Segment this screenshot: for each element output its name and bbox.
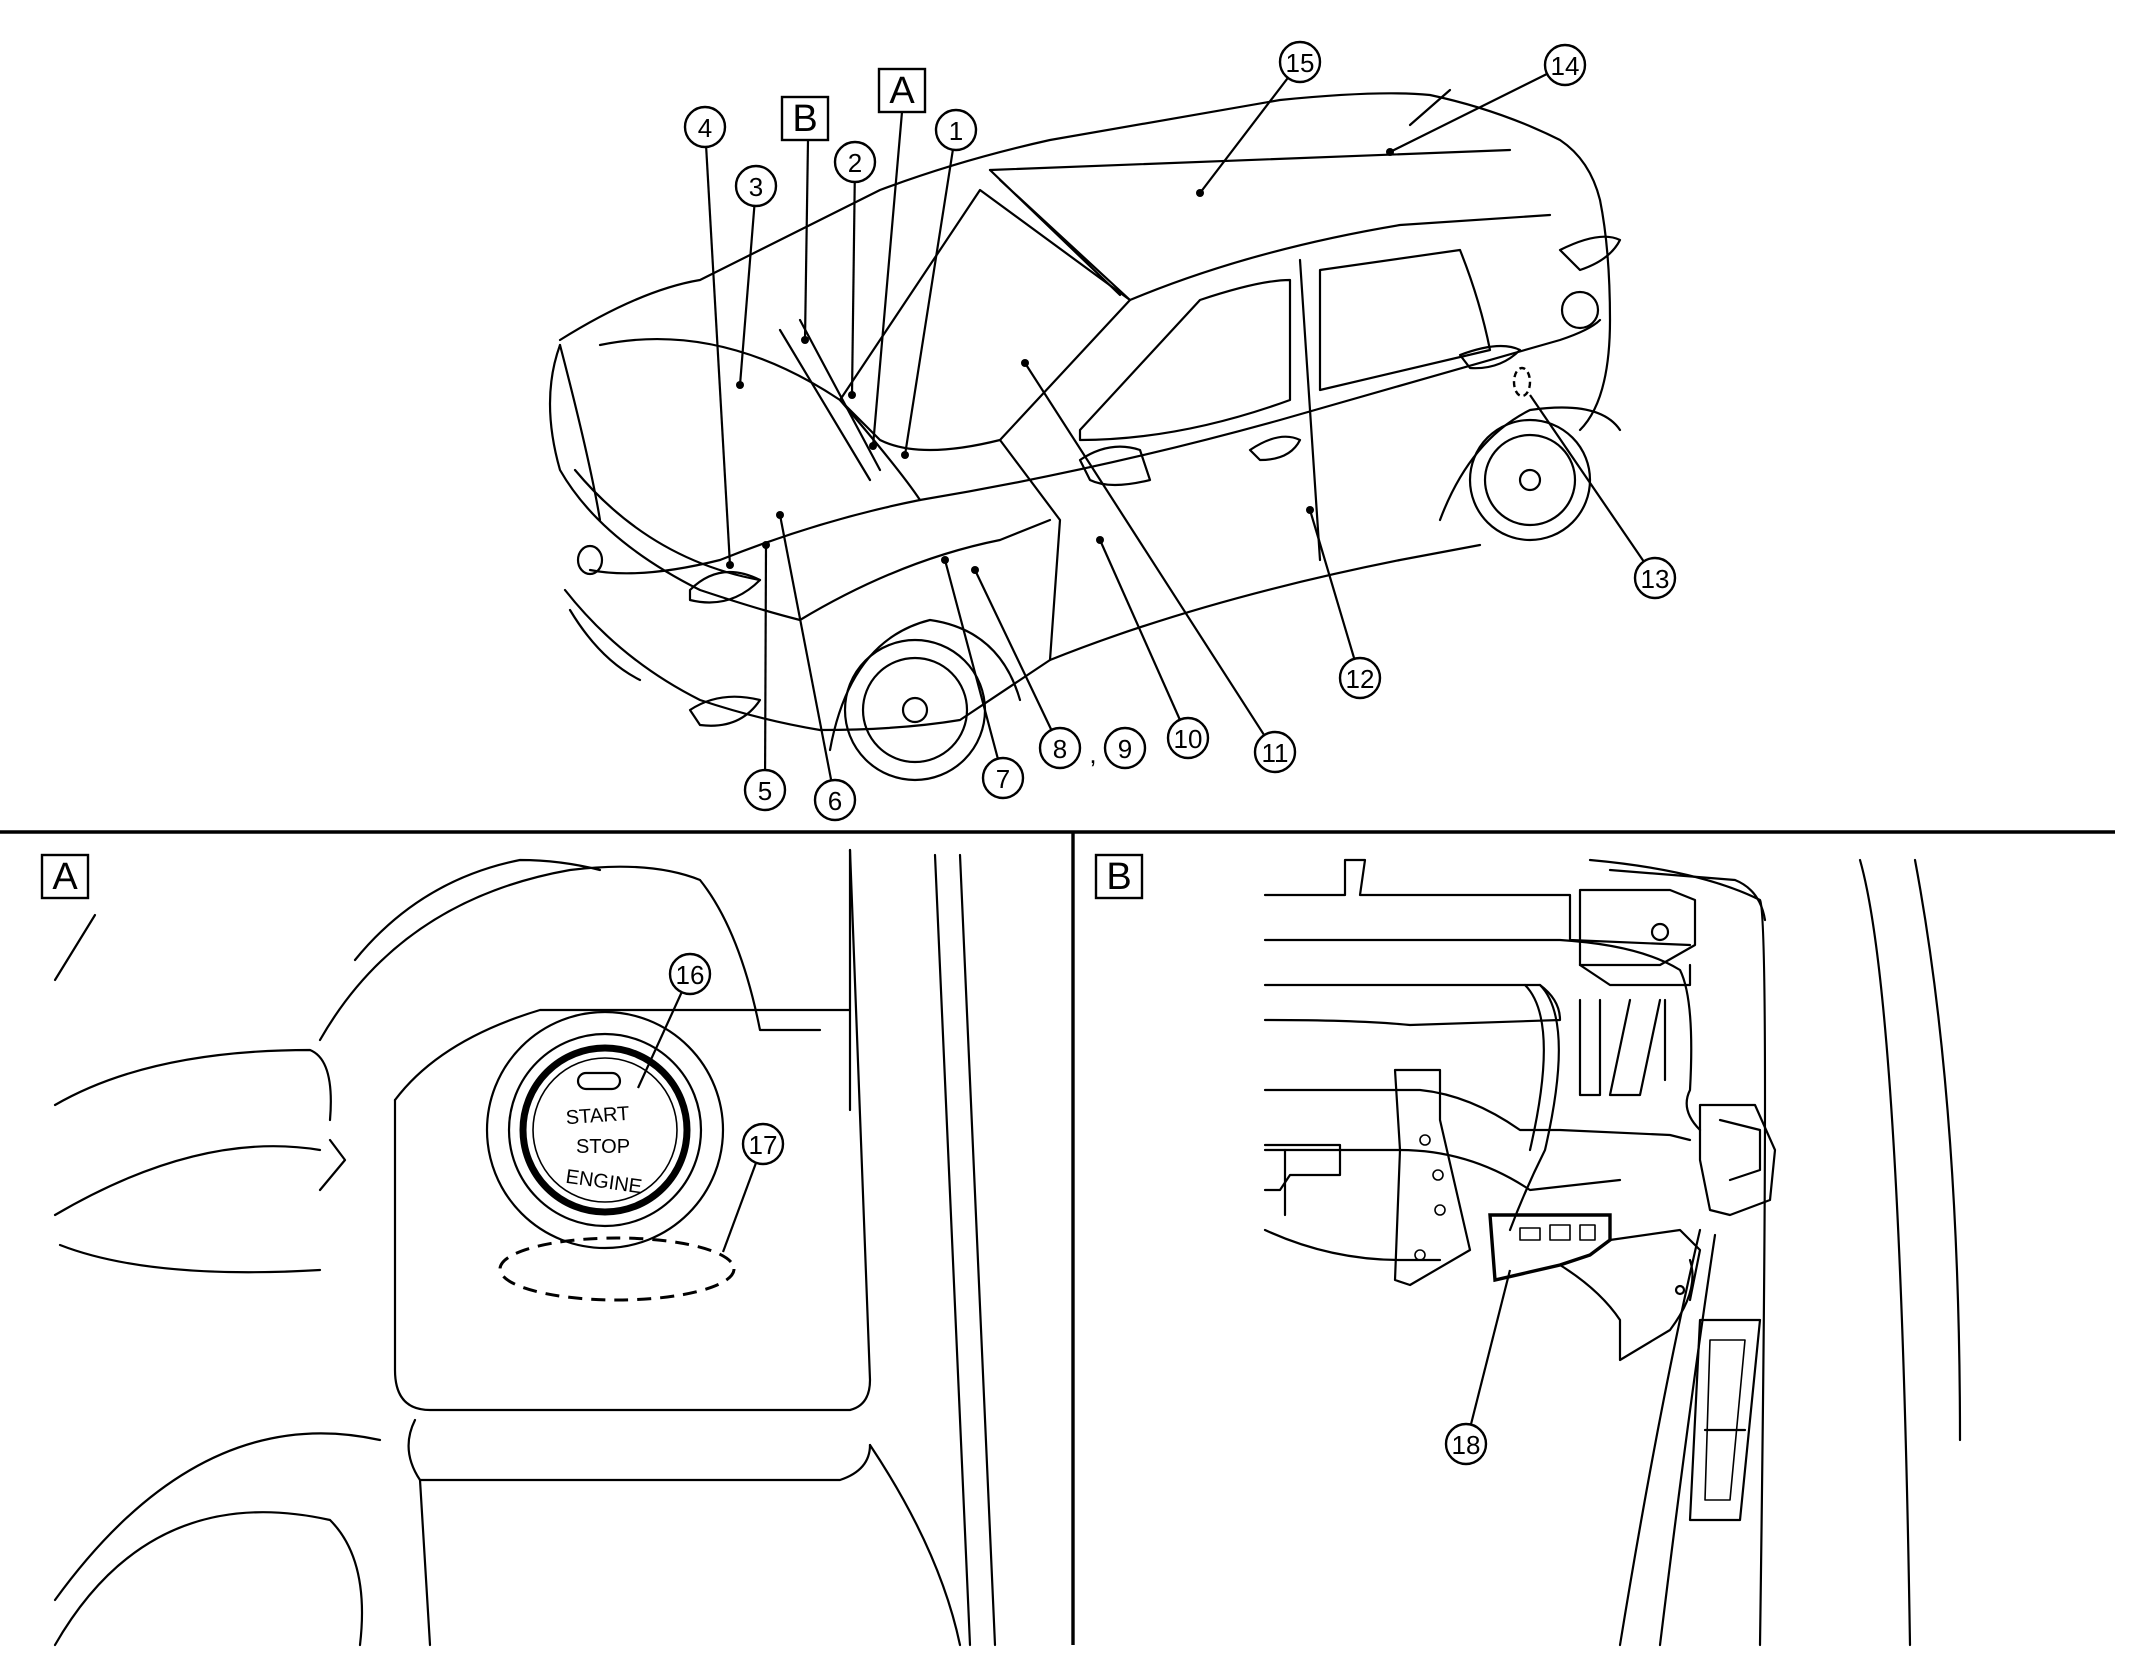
callout-16 <box>668 952 712 996</box>
callout-16-label: 16 <box>676 960 705 990</box>
callout-15 <box>1278 40 1322 84</box>
callout-5-label: 5 <box>758 776 772 806</box>
callout-13 <box>1633 556 1677 600</box>
button-text-start: START <box>565 1103 630 1129</box>
panel-b-label-box <box>1094 853 1144 900</box>
callout-10-label: 10 <box>1174 724 1203 754</box>
panel-a-label-box <box>40 853 90 900</box>
callout-18 <box>1444 1422 1488 1466</box>
callout-11-label: 11 <box>1262 738 1289 768</box>
callout-17 <box>741 1122 785 1166</box>
callout-15-label: 15 <box>1286 48 1315 78</box>
callout-separator: , <box>1089 739 1096 769</box>
callout-18-label: 18 <box>1452 1430 1481 1460</box>
view-b-box-label: B <box>792 98 817 140</box>
callout-12-label: 12 <box>1346 664 1375 694</box>
callout-9-label: 9 <box>1118 734 1132 764</box>
callout-13-label: 13 <box>1641 564 1670 594</box>
button-text-stop: STOP <box>576 1136 630 1158</box>
button-bezel-outer <box>485 1010 725 1250</box>
vehicle-overview <box>548 88 1622 782</box>
callout-14-label: 14 <box>1551 51 1580 81</box>
detail-panel-b: B <box>1094 853 1962 1647</box>
start-stop-button <box>519 1044 691 1216</box>
view-a-box-label: A <box>889 70 915 112</box>
callout-6 <box>813 778 857 822</box>
location-17-marker <box>498 1236 736 1302</box>
callout-3 <box>734 164 778 208</box>
button-text-engine: ENGINE <box>564 1166 643 1198</box>
overview-callouts: 1 2 3 4 5 6 7 8 , 9 10 <box>683 40 1677 822</box>
callout-7 <box>981 756 1025 800</box>
view-b-box <box>780 95 830 142</box>
detail-panel-a: A START STOP ENGINE 16 <box>40 848 997 1647</box>
button-bezel-inner <box>507 1032 703 1228</box>
callout-7-label: 7 <box>996 764 1010 794</box>
callout-3-label: 3 <box>749 172 763 202</box>
module-18 <box>1488 1213 1612 1283</box>
panel-b-label: B <box>1106 856 1131 898</box>
callout-2-label: 2 <box>848 148 862 178</box>
view-a-box <box>877 67 927 114</box>
callout-12 <box>1338 656 1382 700</box>
callout-1-label: 1 <box>949 116 963 146</box>
button-indicator-icon <box>576 1071 622 1091</box>
panel-a-label: A <box>52 856 78 898</box>
callout-11 <box>1253 730 1297 774</box>
callout-2 <box>833 140 877 184</box>
callout-4 <box>683 105 727 149</box>
callout-9 <box>1103 726 1147 770</box>
callout-5 <box>743 768 787 812</box>
callout-10 <box>1166 716 1210 760</box>
callout-14 <box>1543 43 1587 87</box>
callout-1 <box>934 108 978 152</box>
callout-6-label: 6 <box>828 786 842 816</box>
callout-8 <box>1038 726 1082 770</box>
callout-17-label: 17 <box>749 1130 778 1160</box>
callout-8-label: 8 <box>1053 734 1067 764</box>
callout-4-label: 4 <box>698 113 712 143</box>
